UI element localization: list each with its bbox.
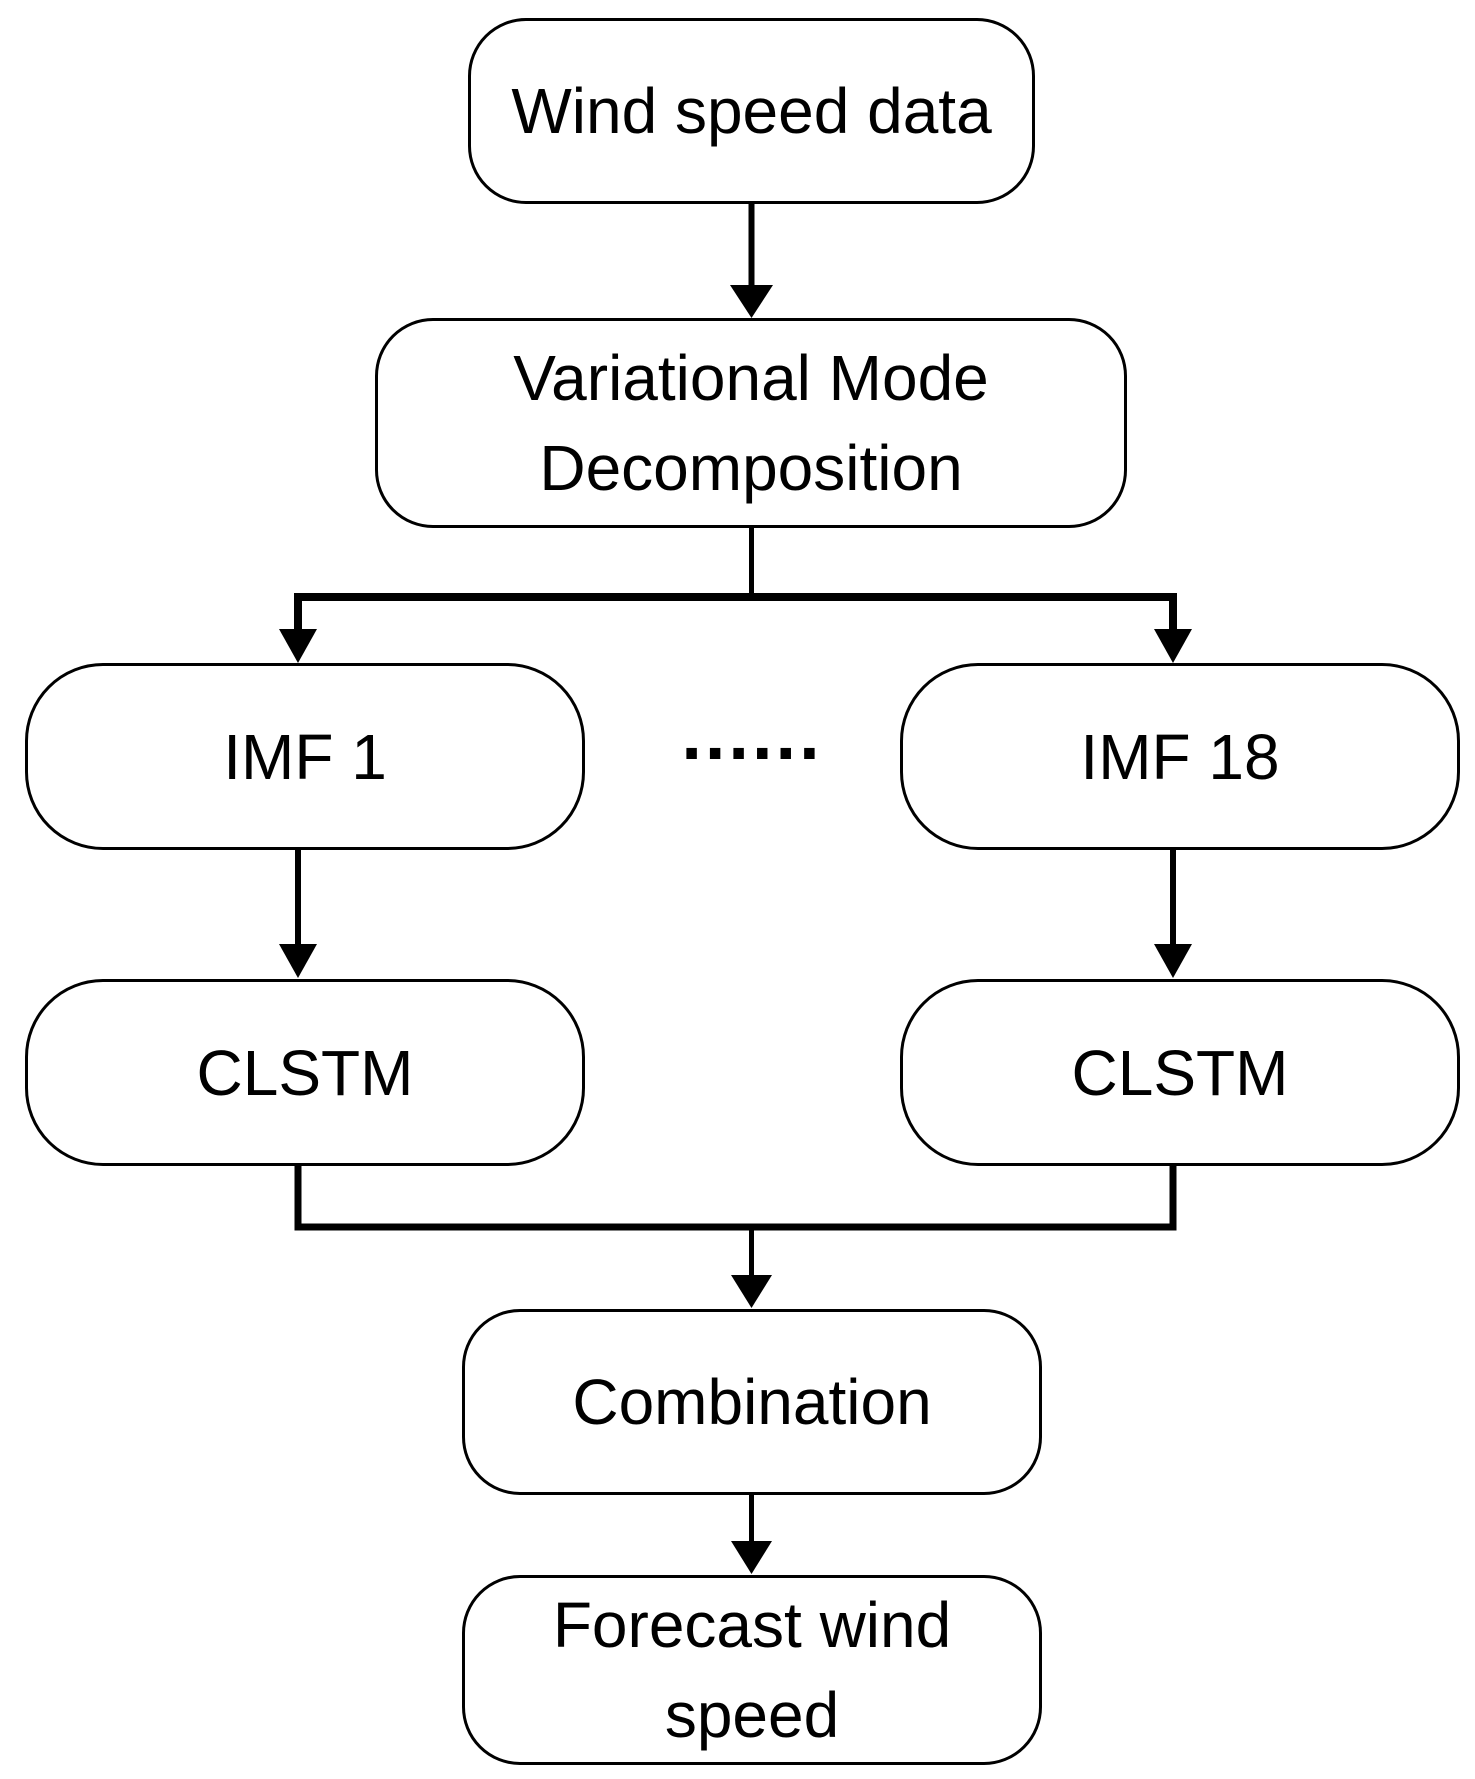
- node-imf-1-label: IMF 1: [223, 720, 387, 793]
- node-clstm-left: CLSTM: [25, 979, 585, 1166]
- node-wind-speed-data: Wind speed data: [468, 18, 1035, 204]
- arrowhead-combination-to-forecast-icon: [731, 1541, 772, 1574]
- node-clstm-left-label: CLSTM: [196, 1036, 414, 1109]
- node-imf-18-label: IMF 18: [1080, 720, 1280, 793]
- node-wind-speed-data-label: Wind speed data: [511, 75, 992, 147]
- arrowhead-imf18-to-clstm-icon: [1154, 944, 1192, 978]
- node-forecast-label-line2: speed: [664, 1679, 840, 1751]
- node-forecast-label-line1: Forecast wind: [552, 1589, 952, 1661]
- node-vmd-label-line2: Decomposition: [539, 432, 963, 504]
- arrowhead-branch-to-imf1-icon: [279, 629, 317, 663]
- node-imf-1: IMF 1: [25, 663, 585, 850]
- node-imf-18: IMF 18: [900, 663, 1460, 850]
- arrowhead-branch-to-imf18-icon: [1154, 629, 1192, 663]
- arrowhead-imf1-to-clstm-icon: [279, 944, 317, 978]
- node-combination-label: Combination: [572, 1366, 932, 1438]
- node-vmd-label-line1: Variational Mode: [513, 342, 989, 414]
- node-forecast-wind-speed: Forecast wind speed: [462, 1575, 1042, 1765]
- connector-branch-bar: [294, 593, 1177, 632]
- connector-merge-bar: [294, 1166, 1177, 1231]
- ellipsis-dots: ......: [681, 692, 823, 775]
- node-clstm-right: CLSTM: [900, 979, 1460, 1166]
- node-clstm-right-label: CLSTM: [1071, 1036, 1289, 1109]
- node-combination: Combination: [462, 1309, 1042, 1495]
- arrowhead-wind-to-vmd-icon: [730, 285, 773, 318]
- arrowhead-merge-to-combination-icon: [731, 1275, 772, 1308]
- node-variational-mode-decomposition: Variational Mode Decomposition: [375, 318, 1127, 528]
